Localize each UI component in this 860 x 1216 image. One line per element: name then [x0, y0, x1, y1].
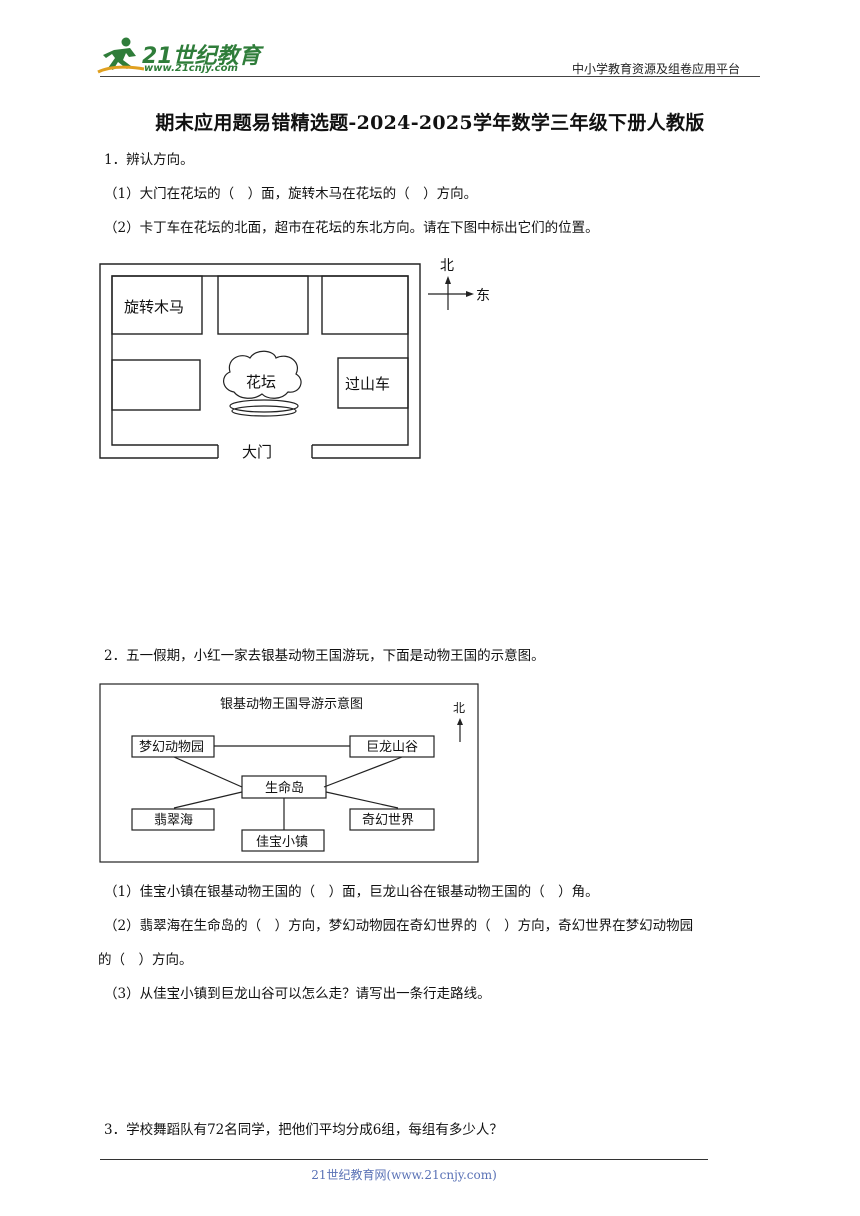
zoo-map-title: 银基动物王国导游示意图 — [220, 696, 363, 712]
dream-zoo-label: 梦幻动物园 — [139, 740, 204, 755]
jade-sea-label: 翡翠海 — [154, 813, 193, 828]
fantasy-world-label: 奇幻世界 — [362, 812, 414, 828]
q1-part2: （2）卡丁车在花坛的北面，超市在花坛的东北方向。请在下图中标出它们的位置。 — [104, 220, 599, 236]
q2-zoo-map: 银基动物王国导游示意图 梦幻动物园 巨龙山谷 生命岛 翡翠海 奇幻世界 佳宝小镇… — [99, 683, 479, 863]
runner-logo-icon — [97, 37, 145, 74]
footer-divider — [100, 1159, 708, 1160]
flowerbed-icon — [223, 350, 302, 417]
q1-stem: 1．辨认方向。 — [104, 152, 194, 168]
q2-stem: 2．五一假期，小红一家去银基动物王国游玩，下面是动物王国的示意图。 — [104, 648, 545, 664]
compass-icon — [428, 276, 474, 310]
header-divider — [100, 76, 760, 77]
map1-north-label: 北 — [440, 258, 454, 274]
q2-part3: （3）从佳宝小镇到巨龙山谷可以怎么走？请写出一条行走路线。 — [104, 986, 491, 1002]
life-island-label: 生命岛 — [265, 780, 304, 796]
q2-part2-line2: 的（ ）方向。 — [98, 952, 193, 968]
q3-stem: 3．学校舞蹈队有72名同学，把他们平均分成6组，每组有多少人？ — [104, 1122, 503, 1138]
coaster-block — [337, 357, 409, 409]
top-middle-block — [217, 275, 309, 335]
top-right-block — [321, 275, 409, 335]
left-middle-block — [111, 359, 201, 411]
gate-label: 大门 — [242, 443, 272, 461]
q2-part1: （1）佳宝小镇在银基动物王国的（ ）面，巨龙山谷在银基动物王国的（ ）角。 — [104, 884, 599, 900]
q1-park-map: 旋转木马 花坛 过山车 大门 北 东 — [99, 258, 490, 461]
dream-zoo-box — [131, 735, 215, 758]
treasure-town-box — [241, 829, 325, 852]
treasure-town-label: 佳宝小镇 — [256, 835, 308, 850]
north-arrow-icon — [457, 718, 463, 742]
q1-part1: （1）大门在花坛的（ ）面，旋转木马在花坛的（ ）方向。 — [104, 186, 478, 202]
flowerbed-label: 花坛 — [246, 373, 276, 391]
carousel-block — [111, 275, 203, 335]
dragon-valley-box — [349, 735, 435, 758]
page-title: 期末应用题易错精选题-2024-2025学年数学三年级下册人教版 — [155, 112, 705, 134]
q2-part2-line1: （2）翡翠海在生命岛的（ ）方向，梦幻动物园在奇幻世界的（ ）方向，奇幻世界在梦… — [104, 918, 694, 934]
coaster-label: 过山车 — [345, 375, 390, 393]
map2-north-label: 北 — [453, 701, 465, 715]
site-logo: 21世纪教育 www.21cnjy.com — [96, 36, 261, 76]
header-tagline: 中小学教育资源及组卷应用平台 — [572, 62, 741, 76]
life-island-box — [241, 775, 327, 799]
dragon-valley-label: 巨龙山谷 — [366, 740, 418, 755]
logo-url-text: www.21cnjy.com — [144, 63, 238, 74]
fantasy-world-box — [349, 808, 435, 831]
carousel-label: 旋转木马 — [124, 298, 184, 316]
logo-main-text: 21世纪教育 — [142, 44, 261, 69]
jade-sea-box — [131, 808, 215, 831]
map1-east-label: 东 — [476, 288, 490, 304]
footer-link[interactable]: 21世纪教育网(www.21cnjy.com) — [311, 1168, 497, 1182]
